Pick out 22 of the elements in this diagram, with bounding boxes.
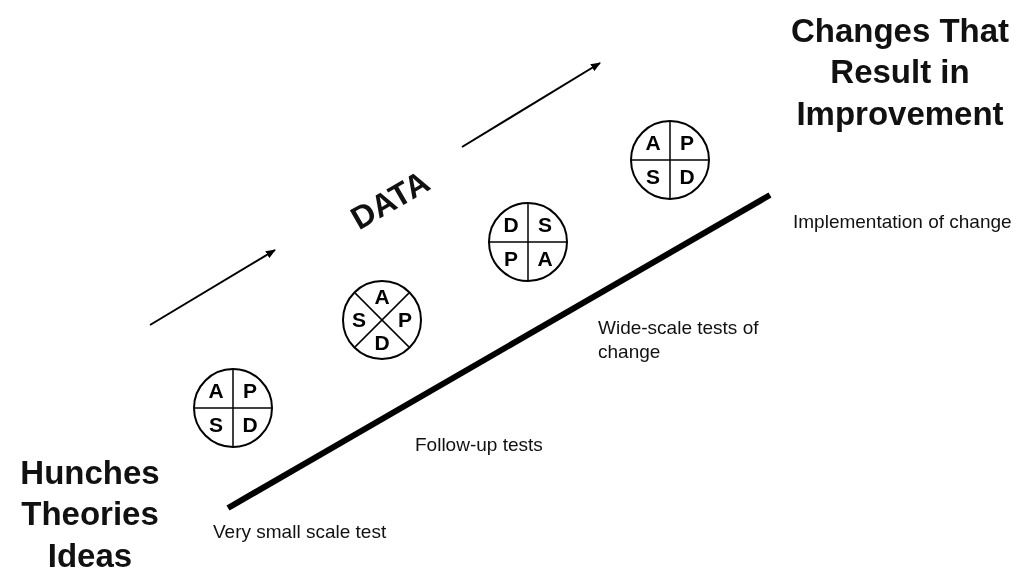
cycle-letter: D [373, 332, 391, 354]
cycle-letter: S [645, 166, 661, 188]
cycle-letter: S [208, 414, 224, 436]
start-heading: Hunches Theories Ideas [19, 453, 161, 576]
cycle-letter: A [373, 286, 391, 308]
cycle-letter: D [241, 414, 259, 436]
cycle-letter: D [678, 166, 696, 188]
cycle-letter: A [644, 132, 662, 154]
stage-label: Implementation of change [793, 210, 1013, 234]
cycle-letter: P [397, 309, 413, 331]
cycle-letter: D [502, 214, 520, 236]
cycle-letter: P [503, 248, 519, 270]
stage-label: Wide-scale tests of change [598, 316, 760, 364]
cycle-letter: A [536, 248, 554, 270]
cycle-letter: S [537, 214, 553, 236]
cycle-letter: A [207, 380, 225, 402]
result-heading: Changes That Result in Improvement [789, 11, 1011, 134]
cycle-letter: S [351, 309, 367, 331]
cycle-letter: P [679, 132, 695, 154]
stage-label: Follow-up tests [415, 433, 544, 457]
cycle-letter: P [242, 380, 258, 402]
stage-label: Very small scale test [213, 520, 388, 544]
